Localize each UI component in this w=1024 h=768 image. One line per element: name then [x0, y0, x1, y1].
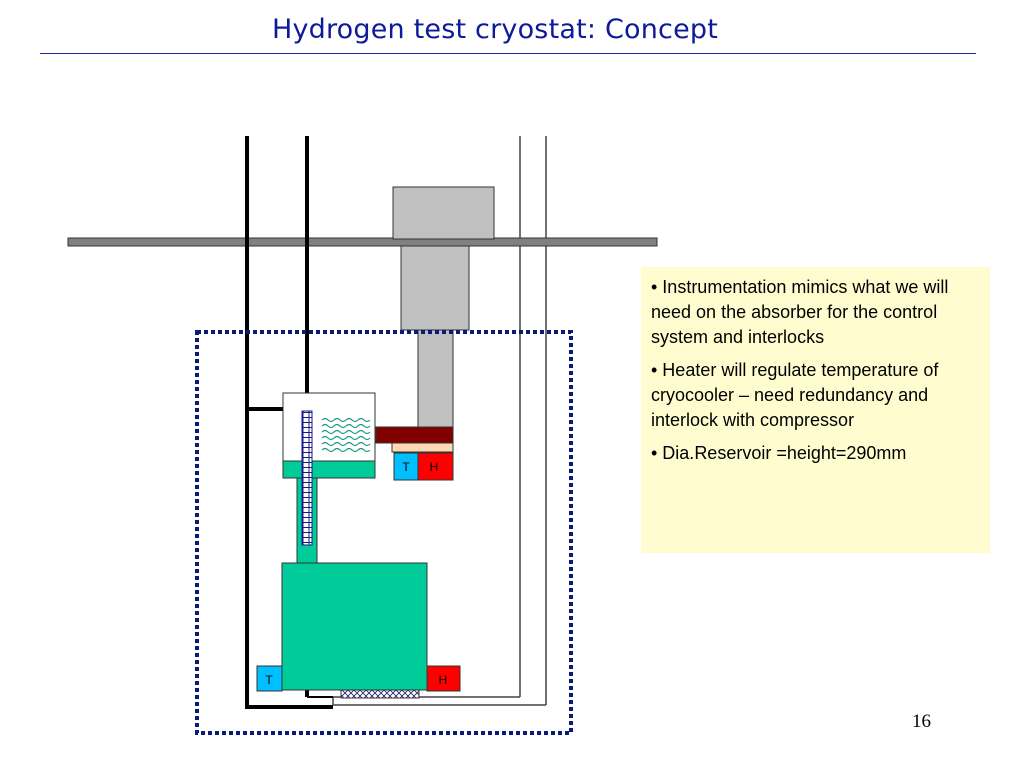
lower-temp-sensor: T	[256, 665, 283, 692]
upper-temp-sensor-label: T	[402, 460, 410, 474]
cryocooler-second-stage	[417, 329, 454, 428]
note-instrumentation: • Instrumentation mimics what we will ne…	[651, 277, 949, 347]
upper-heater-label: H	[430, 460, 439, 474]
thermal-shield-boundary	[195, 330, 573, 735]
upper-heater: H	[417, 452, 454, 481]
reservoir-support	[340, 689, 420, 699]
hydrogen-reservoir	[281, 562, 428, 691]
upper-temp-sensor: T	[393, 452, 419, 481]
cold-head-plate	[375, 426, 454, 444]
title-underline	[40, 53, 976, 54]
lower-heater-label: H	[439, 673, 448, 687]
slide-title: Hydrogen test cryostat: Concept	[271, 14, 719, 45]
level-gauge	[301, 410, 313, 546]
cryocooler-motor-head	[392, 186, 495, 240]
page-number: 16	[912, 711, 931, 732]
note-reservoir-size: • Dia.Reservoir =height=290mm	[651, 443, 907, 463]
lower-temp-sensor-label: T	[265, 673, 273, 687]
top-flange-plate	[67, 237, 658, 247]
cold-head-spacer	[391, 442, 454, 453]
cryocooler-first-stage	[400, 245, 470, 331]
note-heater: • Heater will regulate temperature of cr…	[651, 360, 939, 430]
notes-callout: • Instrumentation mimics what we will ne…	[641, 267, 990, 553]
condensation-waves	[321, 417, 371, 453]
lower-heater: H	[426, 665, 461, 692]
condenser-liquid-level	[282, 460, 376, 479]
